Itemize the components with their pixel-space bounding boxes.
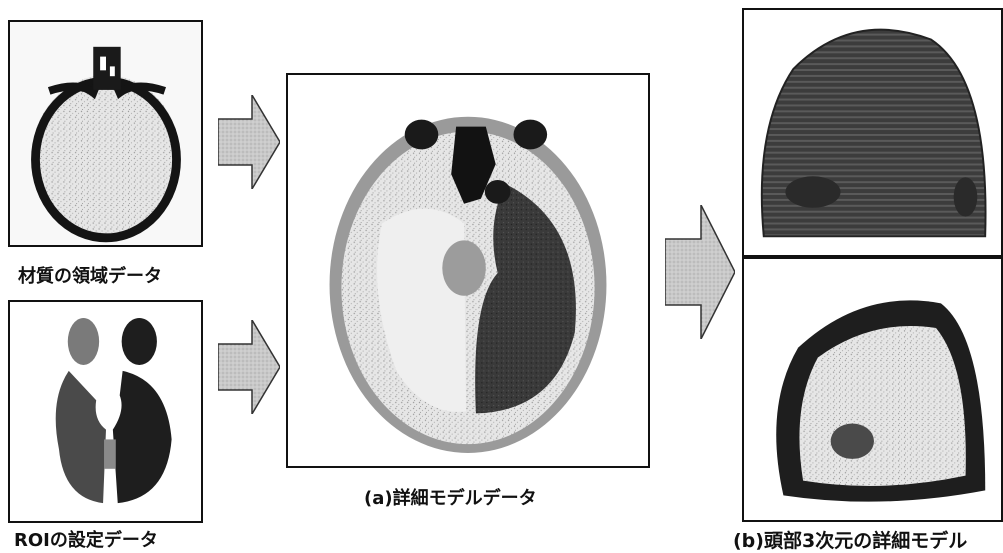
detail-model-image: [286, 73, 650, 468]
roi-setting-caption: ROIの設定データ: [14, 526, 158, 552]
right-arrow-icon: [665, 205, 735, 339]
material-region-caption: 材質の領域データ: [18, 262, 162, 288]
detail-model-caption: (a)詳細モデルデータ: [364, 484, 537, 510]
roi-setting-image: [8, 300, 203, 523]
head-3d-section-image: [742, 257, 1003, 522]
right-arrow-icon: [218, 95, 280, 189]
right-arrow-icon: [218, 320, 280, 414]
head-3d-surface-image: [742, 8, 1003, 257]
material-region-image: [8, 20, 203, 247]
